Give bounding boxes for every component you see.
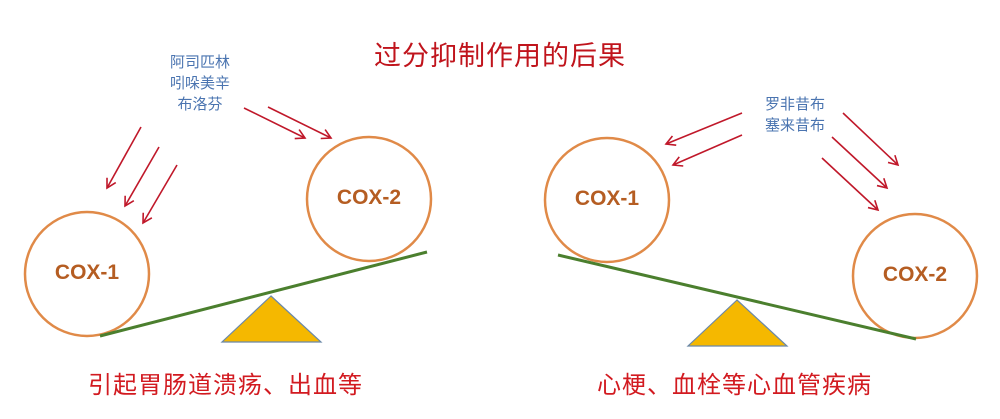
arrow-icon — [821, 157, 880, 212]
left-drug-list: 阿司匹林 吲哚美辛 布洛芬 — [150, 52, 250, 115]
diagram-title: 过分抑制作用的后果 — [374, 41, 626, 72]
left-cox1-label: COX-1 — [54, 261, 120, 284]
arrow-icon — [664, 112, 743, 147]
arrow-icon — [243, 107, 307, 140]
drug-name: 布洛芬 — [177, 95, 223, 113]
arrow-icon — [831, 136, 889, 190]
left-cox2-label: COX-2 — [336, 186, 402, 209]
right-lever-line — [557, 253, 917, 341]
drug-name: 罗非昔布 — [764, 95, 825, 113]
left-arrows-to-cox2 — [243, 106, 333, 140]
arrow-icon — [842, 112, 900, 167]
arrow-icon — [142, 164, 178, 225]
right-consequence-text: 心梗、血栓等心血管疾病 — [597, 371, 872, 399]
right-cox1-circle — [543, 136, 671, 264]
right-arrows-to-cox2 — [821, 112, 900, 212]
arrow-icon — [124, 146, 160, 208]
right-cox2-label: COX-2 — [882, 263, 948, 286]
left-consequence-text: 引起胃肠道溃疡、出血等 — [88, 371, 363, 399]
drug-name: 吲哚美辛 — [169, 74, 230, 92]
right-arrows-to-cox1 — [664, 112, 743, 167]
right-cox1-label: COX-1 — [574, 187, 640, 210]
left-fulcrum-triangle — [220, 295, 323, 343]
right-fulcrum-triangle — [686, 299, 789, 347]
left-lever-line — [99, 250, 428, 338]
left-cox1-circle — [23, 210, 151, 338]
drug-name: 阿司匹林 — [169, 53, 230, 71]
left-cox2-circle — [305, 135, 433, 263]
left-arrows-to-cox1 — [106, 126, 178, 225]
arrow-icon — [671, 134, 743, 167]
right-drug-list: 罗非昔布 塞来昔布 — [745, 94, 845, 136]
arrow-icon — [106, 126, 142, 190]
arrow-icon — [267, 106, 333, 140]
drug-name: 塞来昔布 — [764, 116, 825, 134]
